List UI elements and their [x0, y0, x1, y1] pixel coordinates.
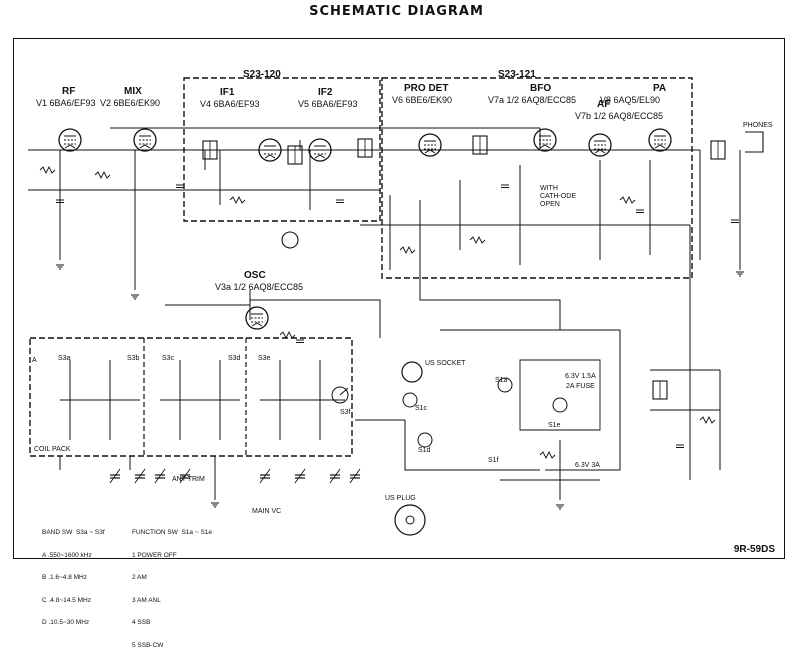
heater-label-b: 6.3V 3A [575, 462, 600, 469]
switch-s1d-label: S1d [418, 447, 431, 454]
switch-s1f-label: S1f [488, 457, 499, 464]
stage-prodet-name: PRO DET [404, 83, 449, 94]
stage-af-name: AF [597, 99, 611, 110]
stage-bfo-tube: V7a 1/2 6AQ8/ECC85 [488, 95, 577, 105]
function-switch-legend: FUNCTION SW S1a ~ S1e 1 POWER OFF 2 AM 3… [132, 514, 212, 657]
phones-jack-icon [745, 131, 764, 153]
if-transformer-3-icon [357, 138, 373, 158]
us-plug-label: US PLUG [385, 495, 416, 502]
function-legend-heading: FUNCTION SW S1a ~ S1e [132, 529, 213, 536]
stage-if2-tube: V5 6BA6/EF93 [298, 99, 358, 109]
stage-prodet-tube: V6 6BE6/EK90 [392, 95, 453, 105]
stage-rf-name: RF [62, 86, 76, 97]
stage-bfo-name: BFO [530, 83, 552, 94]
tube-v6-icon [418, 133, 442, 157]
switch-s3b-label: S3b [127, 355, 140, 362]
stage-af-tube: V7b 1/2 6AQ8/ECC85 [575, 111, 664, 121]
stage-osc-name: OSC [244, 270, 266, 281]
diode-icon [281, 231, 299, 249]
switch-s3e-label: S3e [258, 355, 271, 362]
stage-rf-tube: V1 6BA6/EF93 [36, 98, 96, 108]
switch-s3a-label: S3a [58, 355, 71, 362]
function-legend-item: 4 SSB [132, 619, 151, 626]
model-number: 9R-59DS [733, 544, 775, 555]
tube-v3-icon [245, 306, 269, 330]
tube-v2-icon [133, 128, 157, 152]
stage-if1-name: IF1 [220, 87, 235, 98]
switch-s1a-label: S1a [495, 377, 508, 384]
antenna-label: A [32, 357, 37, 364]
function-legend-item: 3 AM ANL [132, 596, 161, 604]
tube-v8-icon [648, 128, 672, 152]
band-legend-item: B .1.6~4.8 MHz [42, 574, 87, 581]
ant-trim-label: ANT TRIM [172, 476, 205, 483]
function-legend-item: 5 SSB-CW [132, 641, 164, 649]
cathode-note: WITH CATH-ODE OPEN [540, 185, 577, 208]
tube-v1-icon [58, 128, 82, 152]
heater-label-a: 6.3V 1.5A [565, 373, 596, 380]
page-title: SCHEMATIC DIAGRAM [309, 4, 484, 19]
switch-s3d-label: S3d [228, 355, 241, 362]
schematic-frame [13, 38, 785, 559]
band-legend-item: A .550~1600 kHz [42, 551, 92, 559]
band-switch-legend: BAND SW S3a ~ S3f A .550~1600 kHz B .1.6… [42, 514, 105, 634]
switch-s3f-label: S3f [340, 409, 351, 416]
band-legend-heading: BAND SW S3a ~ S3f [42, 529, 105, 536]
fuse-label: 2A FUSE [566, 383, 595, 390]
switch-s1c-label: S1c [415, 405, 428, 412]
coil-pack-outline [29, 337, 353, 457]
function-legend-item: 1 POWER OFF [132, 551, 177, 559]
stage-pa-tube: V8 6AQ5/EL90 [600, 95, 661, 105]
det-board-label: S23-121 [498, 69, 536, 80]
phones-label: PHONES [743, 122, 773, 129]
stage-pa-name: PA [653, 83, 667, 94]
band-legend-item: C .4.8~14.5 MHz [42, 596, 91, 604]
stage-mix-name: MIX [124, 86, 142, 97]
if-board-label: S23-120 [243, 69, 281, 80]
schematic-drawing [28, 77, 764, 536]
det-board-outline [381, 77, 693, 279]
us-plug-icon [394, 504, 426, 536]
main-vc-label: MAIN VC [252, 508, 282, 515]
stage-if1-tube: V4 6BA6/EF93 [200, 99, 260, 109]
band-legend-item: D .10.5~30 MHz [42, 619, 90, 626]
bfo-coil-icon [472, 135, 488, 155]
coil-pack-label: COIL PACK [34, 446, 71, 453]
us-socket-label: US SOCKET [425, 360, 466, 367]
function-legend-item: 2 AM [132, 574, 147, 581]
switch-s3c-label: S3c [162, 355, 175, 362]
stage-mix-tube: V2 6BE6/EK90 [100, 98, 161, 108]
switch-s1e-label: S1e [548, 422, 561, 429]
output-transformer-icon [710, 140, 726, 160]
tube-v7b-icon [588, 133, 612, 157]
power-transformer-icon [652, 380, 668, 400]
stage-osc-tube: V3a 1/2 6AQ8/ECC85 [215, 282, 304, 292]
tube-v7a-icon [533, 128, 557, 152]
stage-if2-name: IF2 [318, 87, 333, 98]
us-socket-icon [401, 361, 423, 383]
